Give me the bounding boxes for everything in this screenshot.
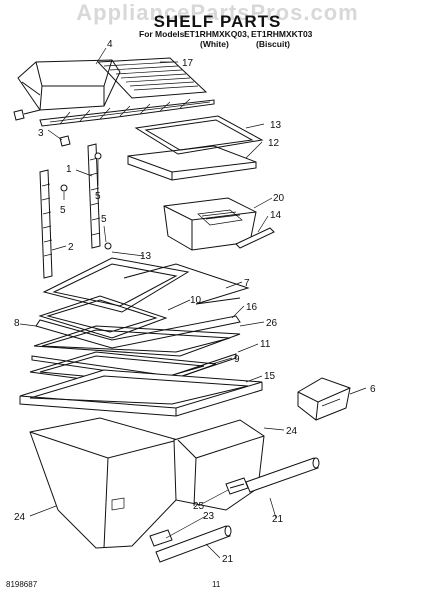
callout-14: 14 [270, 210, 282, 221]
page-number: 11 [212, 580, 221, 589]
callout-13-upper: 13 [270, 120, 282, 131]
variant-white: (White) [200, 39, 229, 49]
callout-9: 9 [234, 354, 240, 365]
part-5-screws [60, 152, 112, 250]
callout-20: 20 [273, 193, 285, 204]
callout-17: 17 [182, 58, 194, 69]
part-14-strip [235, 227, 275, 249]
callout-6: 6 [370, 384, 376, 395]
callout-13-lower: 13 [140, 251, 152, 262]
document-number: 8198687 [6, 580, 38, 589]
part-12-shelf-frame [127, 145, 257, 181]
callout-24-right: 24 [286, 426, 298, 437]
leader-lines [19, 47, 367, 559]
callout-7: 7 [244, 278, 250, 289]
callout-10: 10 [190, 295, 202, 306]
page-title: SHELF PARTS [153, 12, 282, 31]
callout-2: 2 [68, 242, 74, 253]
model-number-biscuit: ET1RHMXKT03 [251, 29, 313, 39]
model-number-white: ET1RHMXKQ03, [184, 29, 250, 39]
models-label: For Models: [139, 29, 188, 39]
callout-15: 15 [264, 371, 276, 382]
part-13-lower-shelf [42, 257, 190, 313]
callout-5-c: 5 [101, 214, 107, 225]
part-6-small-bin [297, 377, 351, 421]
callout-23: 23 [203, 511, 215, 522]
callout-1: 1 [66, 164, 72, 175]
callout-numbers: 4 17 3 13 12 1 5 5 20 14 5 2 13 7 10 16 … [14, 39, 376, 565]
part-13-upper-shelf [134, 115, 264, 155]
part-24-crisper-drawers [29, 417, 265, 549]
callout-24-left: 24 [14, 512, 26, 523]
callout-25: 25 [193, 501, 205, 512]
part-21-rods [155, 457, 320, 563]
callout-21-lower: 21 [222, 554, 234, 565]
part-4-top-bin [17, 59, 121, 111]
callout-16: 16 [246, 302, 258, 313]
variant-biscuit: (Biscuit) [256, 39, 290, 49]
part-2-left-rail [39, 169, 53, 279]
part-10-16-8-frames [35, 295, 241, 349]
part-1-shelf-rail [87, 143, 101, 249]
callout-5-a: 5 [95, 191, 101, 202]
part-3-clips [13, 109, 71, 147]
callout-3: 3 [38, 128, 44, 139]
callout-5-b: 5 [60, 205, 66, 216]
callout-26: 26 [266, 318, 278, 329]
callout-8: 8 [14, 318, 20, 329]
callout-11: 11 [260, 339, 271, 350]
part-15-crisper-cover [19, 369, 263, 417]
watermark: AppliancePartsPros.com [76, 0, 359, 25]
callout-12: 12 [268, 138, 280, 149]
callout-21-right: 21 [272, 514, 284, 525]
part-7-glass-panel [123, 263, 250, 305]
callout-4: 4 [107, 39, 113, 50]
part-17-wire-shelf [39, 57, 215, 127]
